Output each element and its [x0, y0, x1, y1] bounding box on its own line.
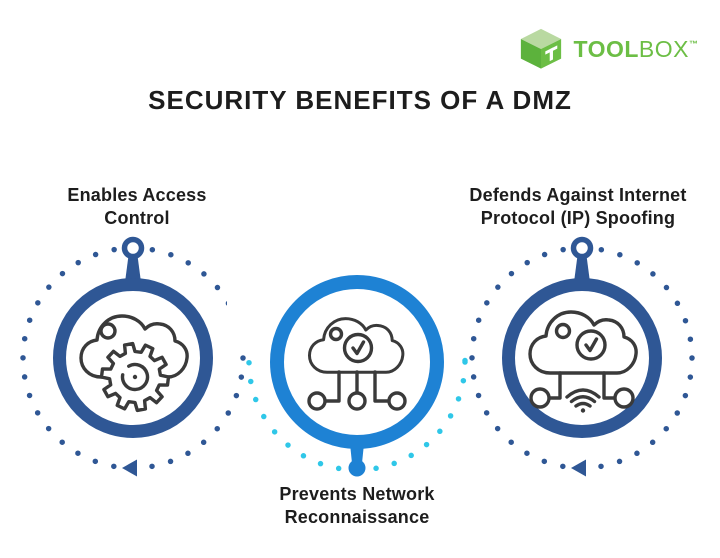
brand-name-light: BOX: [638, 35, 689, 62]
label-line: Defends Against Internet: [469, 185, 687, 205]
medallion-network-reconnaissance: [227, 232, 487, 483]
gear-inner-arc: [120, 362, 150, 392]
brand-name: TOOLBOX™: [573, 35, 698, 62]
brand-name-bold: TOOL: [573, 35, 639, 62]
cloud-bubble: [99, 322, 117, 340]
network-node: [307, 391, 327, 411]
cloud-bubble: [554, 322, 572, 340]
toolbox-cube-icon: [521, 28, 562, 69]
brand-trademark: ™: [689, 38, 698, 49]
benefit-label-ip-spoofing: Defends Against Internet Protocol (IP) S…: [424, 184, 720, 230]
pin-head-icon: [570, 236, 594, 260]
brand-logo: TOOLBOX™: [518, 26, 698, 72]
check-circle: [342, 332, 374, 364]
page-title: SECURITY BENEFITS OF A DMZ: [148, 85, 572, 115]
label-line: Control: [104, 208, 170, 228]
network-node: [529, 387, 551, 409]
cloud-gear-icon: [79, 314, 189, 413]
network-node: [613, 387, 635, 409]
network-links: [323, 370, 391, 403]
medallion-ip-spoofing: [469, 232, 695, 482]
network-node: [387, 391, 407, 411]
check-circle: [575, 329, 607, 361]
cube-letter-t: [545, 45, 558, 62]
wifi-icon: [565, 388, 601, 413]
node-links: [546, 371, 618, 400]
label-line: Reconnaissance: [284, 507, 430, 527]
pin-head-icon: [348, 459, 366, 477]
check-mark-icon: [351, 340, 366, 356]
medallion-access-control: [20, 232, 246, 482]
gear-icon: [99, 341, 171, 413]
arrowhead-icon: [122, 459, 137, 477]
pin-head-icon: [121, 236, 145, 260]
check-mark-icon: [584, 337, 599, 353]
cloud-check-network-icon: [307, 317, 407, 411]
benefit-label-access-control: Enables Access Control: [17, 184, 257, 230]
label-line: Prevents Network: [279, 484, 435, 504]
benefit-label-network-reconnaissance: Prevents Network Reconnaissance: [237, 483, 477, 529]
cloud-check-wifi-icon: [528, 310, 638, 413]
network-node: [347, 391, 367, 411]
cloud-bubble: [328, 326, 344, 342]
label-line: Enables Access: [67, 185, 207, 205]
arrowhead-icon: [571, 459, 586, 477]
label-line: Protocol (IP) Spoofing: [480, 208, 676, 228]
